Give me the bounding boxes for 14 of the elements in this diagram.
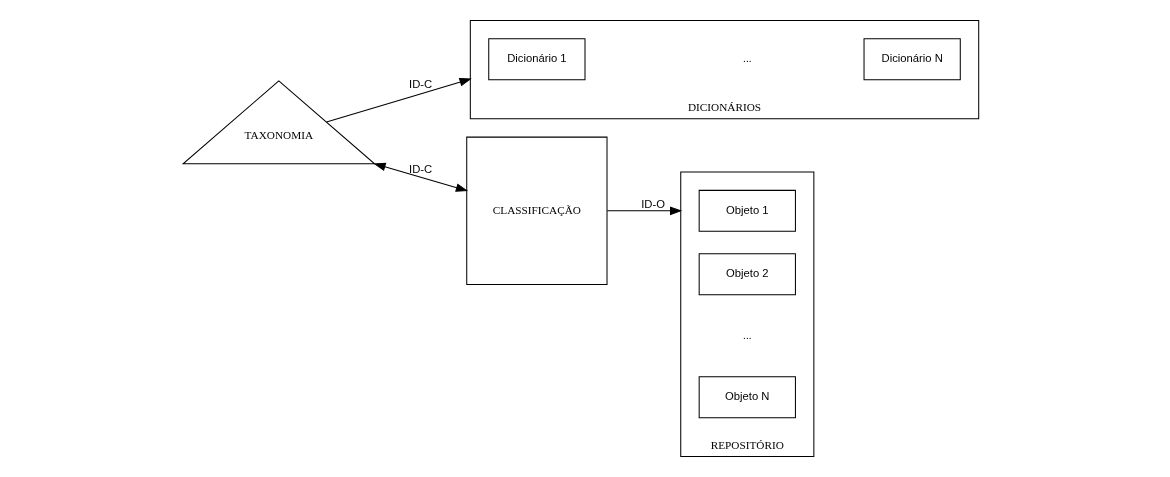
- node-box: Dicionário 1: [488, 38, 586, 81]
- arrow: [326, 77, 472, 123]
- edge-label: ID-C: [409, 162, 433, 175]
- node-box: Objeto 2: [698, 253, 796, 296]
- node-box: CLASSIFICAÇÃO: [466, 136, 608, 286]
- node-box: Objeto 1: [698, 189, 796, 232]
- label: ...: [743, 328, 752, 341]
- edge-label: ID-O: [641, 197, 665, 210]
- node-box: Objeto N: [698, 376, 796, 419]
- label: ...: [743, 52, 752, 65]
- arrow: [373, 162, 469, 192]
- node-box: Dicionário N: [863, 38, 961, 81]
- edge-label: ID-C: [409, 77, 433, 90]
- arrow: [606, 206, 683, 216]
